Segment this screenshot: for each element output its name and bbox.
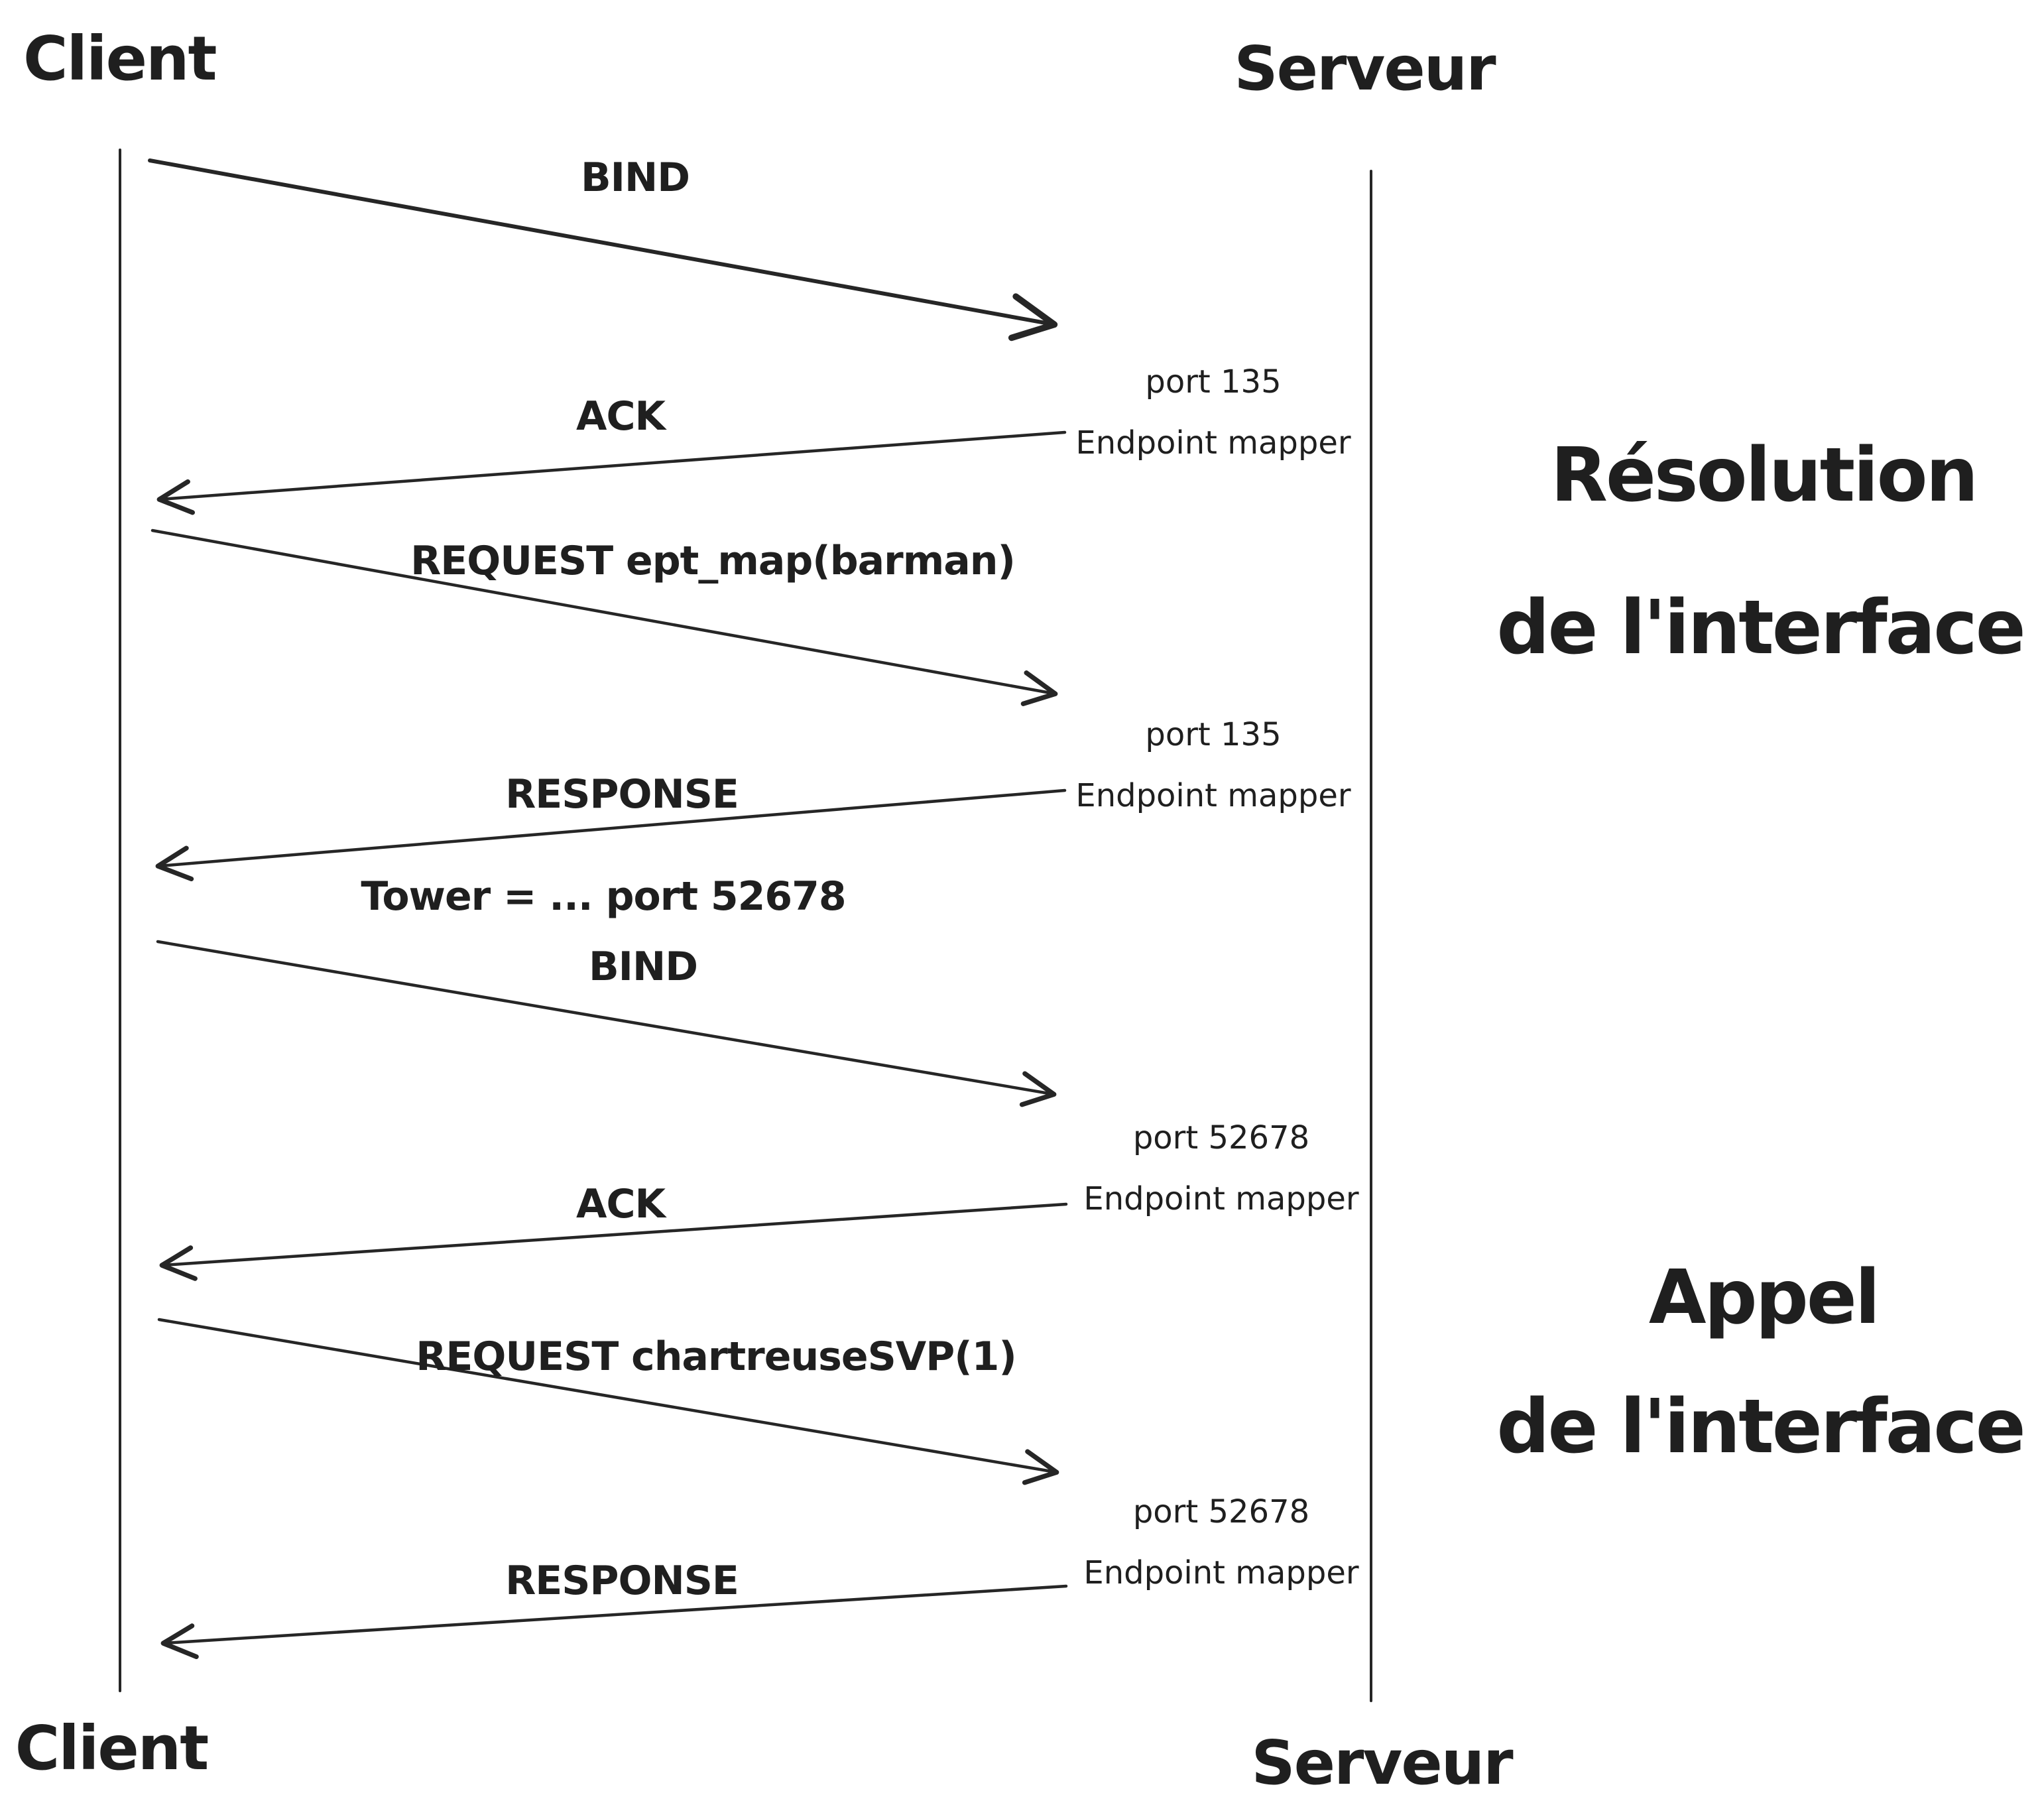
endpoint-annotation-4-service: Endpoint mapper [1083,1554,1359,1591]
message-request-ept-map: REQUEST ept_map(barman) [150,528,1058,706]
endpoint-annotation-2: port 135 Endpoint mapper [1075,716,1351,814]
actor-client-top-label: Client [23,23,215,94]
message-bind-2: BIND [156,940,1057,1107]
endpoint-annotation-4: port 52678 Endpoint mapper [1083,1493,1359,1591]
message-bind-1-arrow [148,158,1058,341]
message-ack-1: ACK [156,393,1067,515]
message-request-ept-map-arrow [150,528,1058,706]
message-response-2-arrow [160,1584,1068,1659]
endpoint-annotation-1-service: Endpoint mapper [1075,424,1351,462]
message-ack-1-arrow [156,430,1067,515]
phase-appel-line2: de l'interface [1496,1384,2023,1470]
message-response-1: RESPONSE Tower = ... port 52678 [155,771,1067,920]
endpoint-annotation-2-port: port 135 [1145,716,1281,753]
message-bind-1: BIND [148,155,1058,341]
endpoint-annotation-3-port: port 52678 [1133,1119,1309,1156]
message-request-chartreuse-label: REQUEST chartreuseSVP(1) [416,1333,1016,1380]
endpoint-annotation-3-service: Endpoint mapper [1083,1180,1359,1217]
message-ack-2-label: ACK [576,1181,667,1227]
message-response-1-arrow [155,788,1067,882]
message-response-2-label: RESPONSE [505,1558,739,1604]
message-request-chartreuse: REQUEST chartreuseSVP(1) [157,1318,1059,1485]
phase-resolution-line2: de l'interface [1496,585,2023,671]
actor-serveur-top-label: Serveur [1234,33,1496,104]
phase-resolution-line1: Résolution [1551,432,1977,519]
actor-client-bottom-label: Client [15,1713,208,1784]
message-ack-1-label: ACK [576,393,667,440]
message-request-ept-map-label: REQUEST ept_map(barman) [410,538,1015,584]
message-bind-1-label: BIND [581,155,690,201]
phase-appel-line1: Appel [1649,1255,1878,1341]
phase-resolution-interface: Résolution de l'interface [1496,432,2025,671]
endpoint-annotation-2-service: Endpoint mapper [1075,777,1351,814]
endpoint-annotation-3: port 52678 Endpoint mapper [1083,1119,1359,1217]
actor-serveur-bottom-label: Serveur [1251,1727,1514,1797]
message-bind-2-label: BIND [589,944,697,990]
phase-appel-interface: Appel de l'interface [1496,1255,2025,1470]
message-ack-2-arrow [159,1202,1068,1281]
message-response-2: RESPONSE [160,1558,1068,1659]
endpoint-annotation-1: port 135 Endpoint mapper [1075,363,1351,462]
message-response-1-label: RESPONSE [505,771,739,818]
message-ack-2: ACK [159,1181,1068,1281]
message-bind-2-arrow [156,940,1057,1107]
endpoint-annotation-1-port: port 135 [1145,363,1281,401]
message-request-chartreuse-arrow [157,1318,1059,1485]
endpoint-annotation-4-port: port 52678 [1133,1493,1309,1530]
message-response-1-sublabel: Tower = ... port 52678 [361,873,845,920]
